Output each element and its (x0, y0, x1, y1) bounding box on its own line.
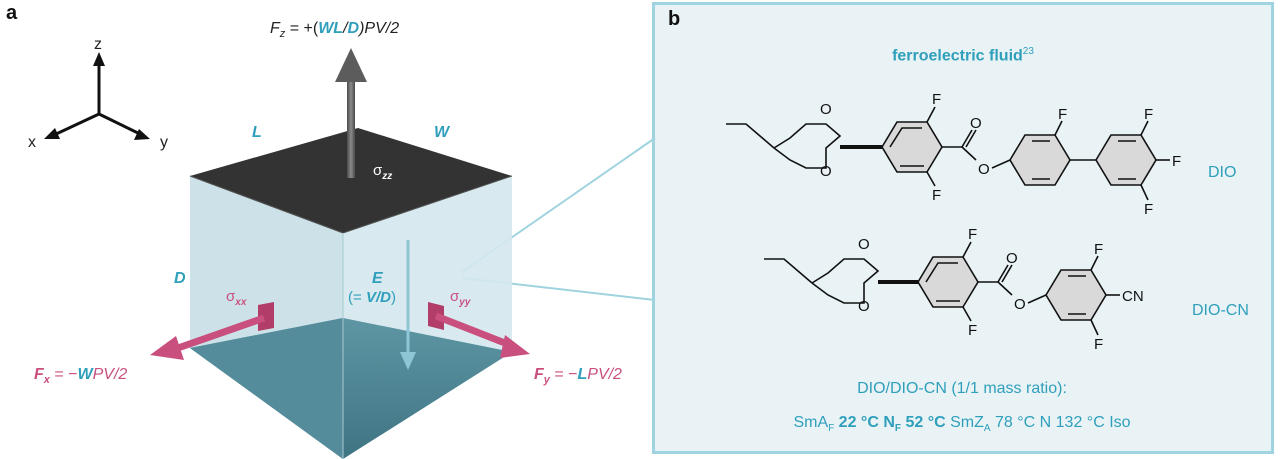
phase-smaf-sub: F (828, 423, 835, 435)
atom-f: F (932, 187, 941, 204)
sigma-symbol: σ (373, 162, 383, 179)
molecule2-name: DIO-CN (1192, 302, 1249, 319)
title-text: ferroelectric fluid (892, 47, 1023, 65)
molecule1-name: DIO (1208, 164, 1237, 181)
edge-d-label: D (174, 270, 186, 287)
sigma-xx-label: σxx (226, 288, 246, 308)
fy-post: PV/2 (587, 366, 622, 383)
sigma-symbol: σ (226, 288, 236, 305)
atom-f: F (1144, 106, 1153, 123)
phase-smza-sub: A (983, 423, 991, 435)
fz-d: D (347, 20, 360, 37)
fy-symbol: F (534, 366, 544, 383)
molecule-dio-cn (764, 241, 1120, 336)
e-eq-v: V (365, 289, 376, 306)
atom-f: F (1172, 153, 1181, 170)
sigma-zz-sub: zz (382, 171, 393, 182)
atom-f: F (968, 226, 977, 243)
fy-sub: y (543, 374, 550, 387)
title-ref: 23 (1022, 46, 1034, 57)
atom-o: O (820, 101, 832, 118)
fz-symbol: F (270, 20, 280, 37)
fx-w: W (77, 366, 93, 383)
panel-a-label: a (6, 2, 18, 24)
phase-smaf: SmA (793, 414, 829, 431)
fz-formula: Fz = +(WL/D)PV/2 (270, 20, 399, 40)
sigma-yy-sub: yy (459, 297, 471, 308)
edge-l-label: L (252, 124, 262, 141)
fz-sub: z (279, 28, 286, 41)
panel-b-box (652, 2, 1274, 454)
fz-w: W (318, 20, 334, 37)
fx-arrow (150, 302, 274, 360)
phase-t1: 22 °C (838, 414, 879, 431)
e-field-equation: (= V/D) (348, 289, 396, 306)
phase-sequence: SmAF 22 °C NF 52 °C SmZA 78 °C N 132 °C … (652, 414, 1272, 434)
fz-pre: = +( (285, 20, 319, 37)
atom-f: F (1144, 201, 1153, 218)
phase-smza: SmZ (950, 414, 984, 431)
e-eq-d: D (380, 289, 391, 306)
fz-l: L (333, 20, 344, 37)
panel-b-label: b (668, 8, 681, 30)
e-eq-slash: / (375, 289, 381, 306)
e-field-arrow (400, 240, 416, 370)
phase-rest: 78 °C N 132 °C Iso (995, 414, 1131, 431)
e-eq-close: ) (390, 289, 396, 306)
atom-o: O (1014, 296, 1026, 313)
fx-eq: = − (49, 366, 78, 383)
sigma-symbol: σ (450, 288, 460, 305)
fx-post: PV/2 (92, 366, 128, 383)
axis-z-label: z (94, 36, 102, 53)
e-field-label: E (372, 270, 383, 287)
atom-o: O (858, 298, 870, 315)
atom-f: F (932, 91, 941, 108)
sigma-zz-label: σzz (373, 162, 392, 182)
atom-o: O (820, 163, 832, 180)
panel-b-title: ferroelectric fluid23 (0, 46, 1280, 65)
fy-eq: = − (549, 366, 578, 383)
atom-cn: CN (1122, 288, 1144, 305)
fx-formula: Fx = −WPV/2 (34, 366, 127, 386)
atom-o: O (970, 115, 982, 132)
atom-o: O (978, 161, 990, 178)
axis-y-label: y (160, 134, 168, 151)
molecule-dio (726, 106, 1170, 201)
atom-f: F (1094, 241, 1103, 258)
atom-o: O (1006, 250, 1018, 267)
axis-x-label: x (28, 134, 36, 151)
fy-arrow (428, 302, 530, 358)
fz-post: )PV/2 (359, 20, 400, 37)
edge-w-label: W (434, 124, 450, 141)
fy-formula: Fy = −LPV/2 (534, 366, 622, 386)
mixture-label: DIO/DIO-CN (1/1 mass ratio): (857, 380, 1067, 397)
fy-l: L (577, 366, 588, 383)
fz-arrow (335, 48, 367, 178)
molecule-dio-cn-atoms: O O F F O O F CN F (858, 226, 1144, 353)
fx-symbol: F (34, 366, 44, 383)
atom-o: O (858, 236, 870, 253)
atom-f: F (1058, 106, 1067, 123)
sigma-xx-sub: xx (235, 297, 247, 308)
atom-f: F (968, 322, 977, 339)
phase-nf-sub: F (894, 423, 901, 435)
e-eq-open: (= (348, 289, 366, 306)
phase-t2: 52 °C (905, 414, 946, 431)
molecule-dio-atoms: O O F F O O F F F F (820, 91, 1181, 218)
sigma-yy-label: σyy (450, 288, 470, 308)
fx-sub: x (43, 374, 50, 387)
axes-triad (44, 52, 150, 140)
fz-slash: / (343, 20, 348, 37)
phase-nf: N (883, 414, 895, 431)
atom-f: F (1094, 336, 1103, 353)
